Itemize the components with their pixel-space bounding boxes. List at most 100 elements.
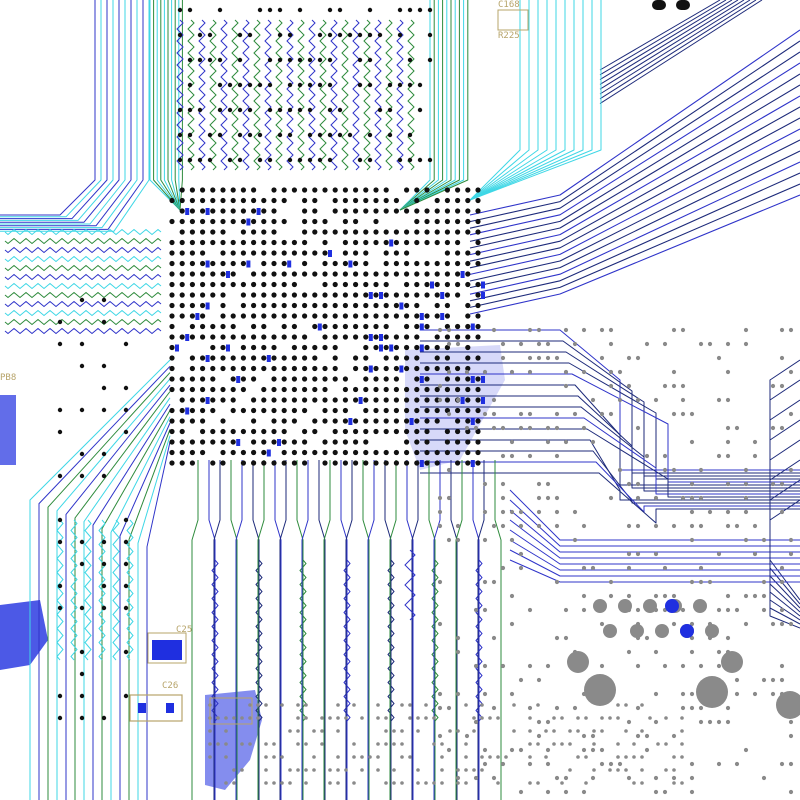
fanout-trace [399,0,465,211]
via [545,719,551,725]
bga-pad [383,428,389,435]
bga-pad [465,250,471,256]
via [689,579,695,585]
bga-pad [353,428,359,435]
bga-pad [189,302,195,309]
bga-pad [353,313,359,319]
via [770,691,776,697]
via [518,789,524,795]
bga-pad [230,271,236,277]
bga-pad [312,197,318,204]
via [344,716,348,720]
smd-pad [277,439,281,446]
mounting-hole [665,599,679,613]
bga-pad [230,407,236,414]
bga-pad [353,271,359,277]
via [608,495,614,501]
mounting-hole [655,624,669,638]
bga-pad [220,323,226,330]
via [716,397,722,403]
bga-pad [465,260,471,267]
vertical-trace [274,460,282,800]
via [671,383,677,389]
via [257,7,263,13]
smd-pad [256,208,261,215]
bga-pad [271,260,277,267]
via [187,7,193,13]
via [197,157,203,163]
vertical-trace [477,460,485,800]
via [79,605,85,611]
via [446,369,452,375]
via [599,411,605,417]
meander-trace [4,228,162,236]
bga-pad [251,365,257,372]
bga-pad [281,365,287,372]
bga-pad [251,218,257,225]
via [626,565,632,571]
via [680,495,686,501]
bga-pad [169,344,175,351]
smd-pad [460,271,465,278]
meander-trace [4,255,162,263]
via [376,716,380,720]
via [416,729,420,733]
bga-pad [383,418,389,424]
bga-pad [444,323,450,330]
bga-pad [240,302,246,309]
via [437,383,443,389]
via [446,411,452,417]
via [491,425,497,431]
bga-pad [291,302,297,309]
via [446,467,452,473]
mounting-hole [567,651,589,673]
via [576,729,580,733]
bga-pad [261,460,267,466]
via [617,761,623,767]
diagonal-bus-trace [469,183,800,308]
fanout-trace [0,0,96,216]
bga-pad [434,407,440,414]
fanout-trace [0,0,138,229]
bga-pad [271,428,277,435]
vertical-trace [345,460,353,800]
via [624,703,628,707]
bga-pad [251,355,257,361]
bga-pad [455,323,461,330]
via [560,781,564,785]
bga-pad [302,376,308,382]
bga-pad [363,187,369,193]
via [287,157,293,163]
bga-pad [169,302,175,309]
bga-pad [363,292,369,298]
via [761,537,767,543]
via [581,733,587,739]
via [725,607,731,613]
bga-pad [393,449,399,456]
bga-pad [455,386,461,393]
bga-pad [240,281,246,288]
via [446,495,452,501]
smd-pad [246,260,251,268]
bga-pad [475,250,481,256]
via [267,57,273,63]
bga-pad [271,197,277,204]
bga-pad [404,407,410,414]
meander-trace [4,282,162,290]
meander-trace [286,19,294,171]
diagonal-bus-trace [469,194,800,315]
bga-pad [342,313,348,319]
bga-pad [383,281,389,288]
bga-pad [312,397,318,403]
bga-pad [383,302,389,309]
mounting-hole [593,599,607,613]
via [482,509,488,515]
via [440,742,444,746]
bga-pad [322,449,328,456]
bga-pad [475,260,481,267]
via [608,768,612,772]
bga-pad [414,313,420,319]
bga-pad [393,334,399,340]
via [264,768,268,772]
via [671,621,677,627]
